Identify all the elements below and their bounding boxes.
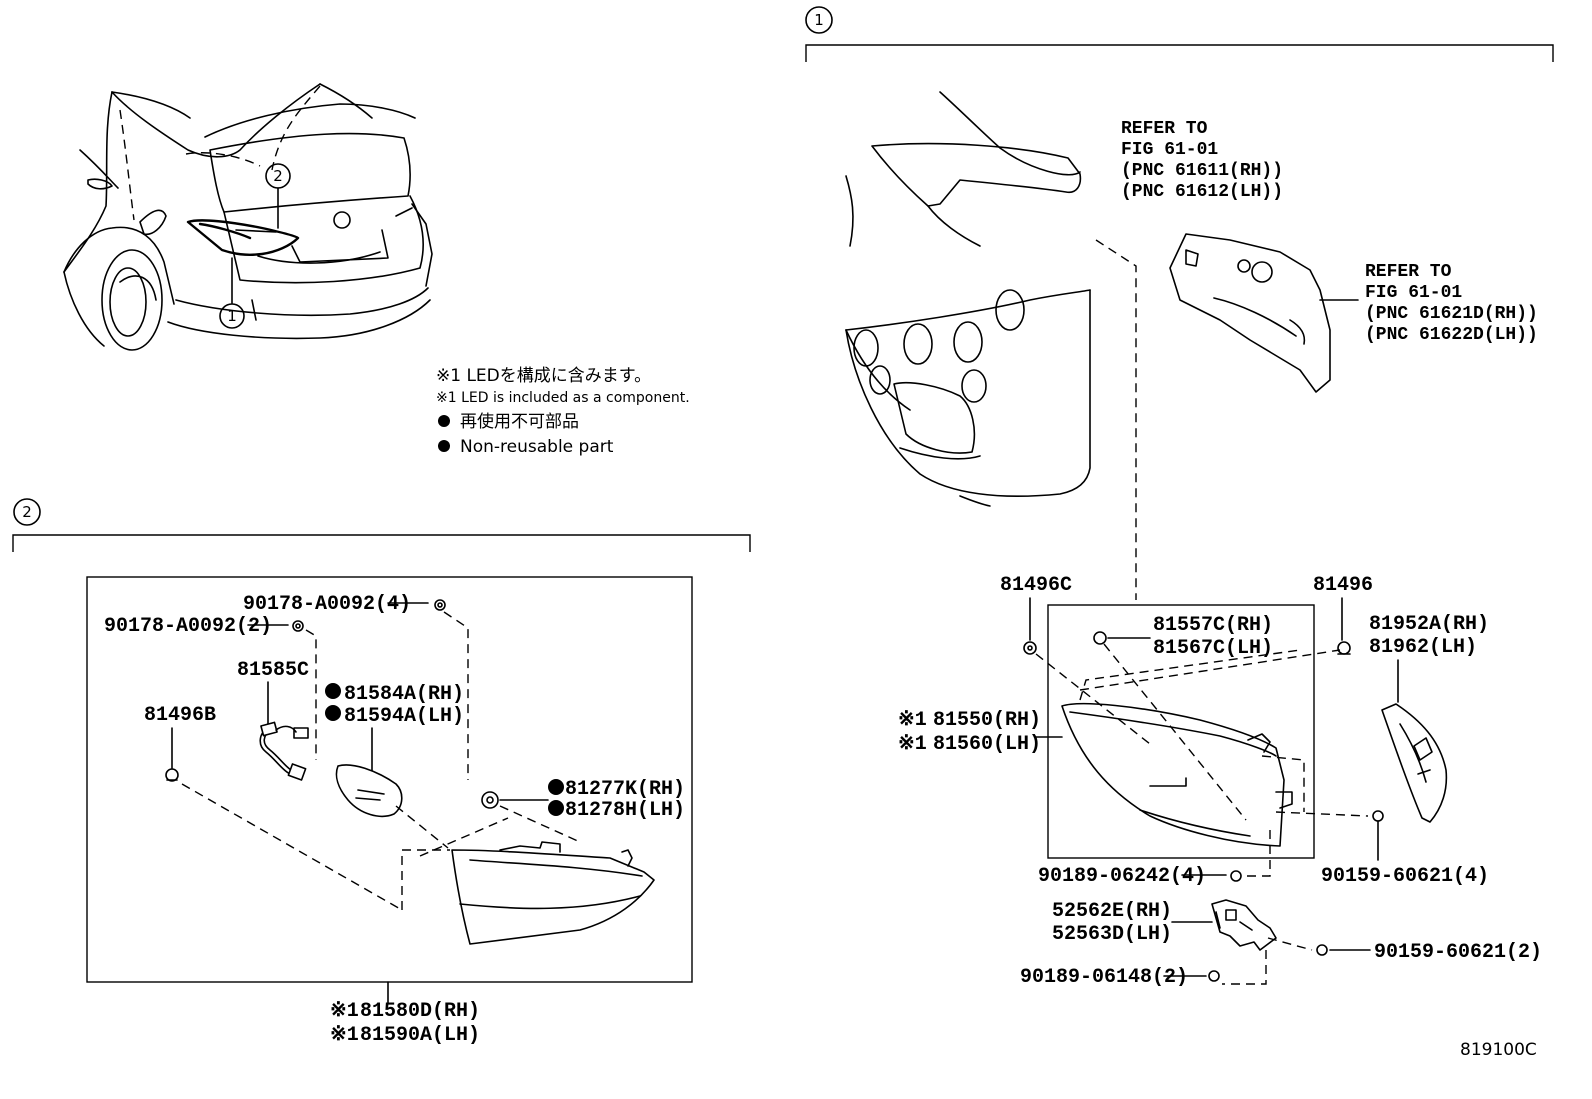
non-reusable-marker-icon	[325, 705, 341, 721]
label-81557c: 81557C(RH)	[1153, 614, 1273, 637]
section-2-detail-box	[86, 576, 693, 983]
clip-icon	[1023, 641, 1037, 655]
non-reusable-bullet-icon	[438, 415, 450, 427]
label-81560: 81560(LH)	[933, 733, 1041, 756]
svg-text:(PNC 61621D(RH)): (PNC 61621D(RH))	[1365, 304, 1538, 324]
label-52563d: 52563D(LH)	[1052, 923, 1172, 946]
label-90159-60621-2: 90159-60621(2)	[1374, 941, 1542, 964]
non-reusable-marker-icon	[325, 683, 341, 699]
section-2: 2 90178-A0092(4) 90178-A0092(2) 81585C 8…	[12, 498, 751, 1047]
label-90189-06242: 90189-06242(4)	[1038, 865, 1206, 888]
lamp-bracket-icon	[1211, 899, 1277, 951]
non-reusable-bullet-icon	[438, 440, 450, 452]
screw-icon	[1208, 970, 1220, 982]
non-reusable-marker-icon	[548, 800, 564, 816]
note-led-english: ※1 LED is included as a component.	[436, 390, 690, 406]
figure-code: 819100C	[1460, 1040, 1537, 1060]
section-2-marker: 2	[22, 503, 32, 521]
inner-tail-lamp-icon	[451, 841, 655, 945]
label-81952a: 81952A(RH)	[1369, 613, 1489, 636]
refer-note-2: REFER TO FIG 61-01 (PNC 61621D(RH)) (PNC…	[1365, 262, 1538, 345]
svg-text:(PNC 61622D(LH)): (PNC 61622D(LH))	[1365, 325, 1538, 345]
side-garnish-icon	[1381, 703, 1448, 823]
section-1-detail-box	[1047, 604, 1315, 859]
label-81496c: 81496C	[1000, 574, 1072, 597]
svg-text:FIG 61-01: FIG 61-01	[1365, 283, 1462, 303]
label-81590a: 81590A(LH)	[360, 1024, 480, 1047]
tail-lamp-icon	[1061, 702, 1293, 847]
label-81580d: 81580D(RH)	[360, 1000, 480, 1023]
section-1-marker: 1	[814, 11, 824, 29]
label-81585c: 81585C	[237, 659, 309, 682]
svg-text:(PNC 61611(RH)): (PNC 61611(RH))	[1121, 161, 1283, 181]
note-led-japanese: ※1 LEDを構成に含みます。	[436, 366, 651, 386]
wire-harness-icon	[259, 721, 309, 781]
label-prefix-81560: ※1	[898, 733, 927, 756]
nut-icon	[434, 599, 446, 611]
label-81962: 81962(LH)	[1369, 636, 1477, 659]
non-reusable-marker-icon	[548, 779, 564, 795]
label-90159-60621-4: 90159-60621(4)	[1321, 865, 1489, 888]
trim-panel-illustration	[1169, 233, 1359, 393]
clip-icon	[165, 768, 179, 782]
nut-icon	[292, 620, 304, 632]
refer-note-1: REFER TO FIG 61-01 (PNC 61611(RH)) (PNC …	[1121, 119, 1283, 202]
legend-notes: ※1 LEDを構成に含みます。 ※1 LED is included as a …	[436, 366, 690, 457]
label-81584a: 81584A(RH)	[344, 683, 464, 706]
label-52562e: 52562E(RH)	[1052, 900, 1172, 923]
callout-1-label: 1	[227, 307, 237, 325]
screw-icon	[1230, 870, 1242, 882]
body-panel-illustration	[845, 91, 1091, 507]
label-81277k: 81277K(RH)	[565, 778, 685, 801]
label-90178-a0092-4: 90178-A0092(4)	[243, 593, 411, 616]
gasket-icon	[1093, 631, 1107, 645]
vehicle-rear-view-illustration: 2 1	[63, 83, 433, 351]
label-81550: 81550(RH)	[933, 709, 1041, 732]
svg-text:(PNC 61612(LH)): (PNC 61612(LH))	[1121, 182, 1283, 202]
svg-text:FIG 61-01: FIG 61-01	[1121, 140, 1218, 160]
label-prefix-81550: ※1	[898, 709, 927, 732]
callout-2-label: 2	[273, 167, 283, 185]
note-nonreusable-english: Non-reusable part	[460, 437, 614, 457]
note-nonreusable-japanese: 再使用不可部品	[460, 411, 579, 432]
label-90178-a0092-2: 90178-A0092(2)	[104, 615, 272, 638]
svg-text:REFER TO: REFER TO	[1121, 119, 1208, 139]
gasket-icon	[481, 791, 499, 809]
label-90189-06148: 90189-06148(2)	[1020, 966, 1188, 989]
label-81496: 81496	[1313, 574, 1373, 597]
section-1: 1	[805, 6, 1554, 989]
label-81594a: 81594A(LH)	[344, 705, 464, 728]
clip-icon	[1337, 641, 1351, 655]
svg-text:REFER TO: REFER TO	[1365, 262, 1452, 282]
lamp-socket-icon	[335, 764, 403, 818]
label-81496b: 81496B	[144, 704, 216, 727]
label-81278h: 81278H(LH)	[565, 799, 685, 822]
label-81567c: 81567C(LH)	[1153, 637, 1273, 660]
label-prefix-81590a: ※1	[330, 1024, 359, 1047]
label-prefix-81580d: ※1	[330, 1000, 359, 1023]
screw-icon	[1372, 810, 1384, 861]
screw-icon	[1316, 944, 1328, 956]
